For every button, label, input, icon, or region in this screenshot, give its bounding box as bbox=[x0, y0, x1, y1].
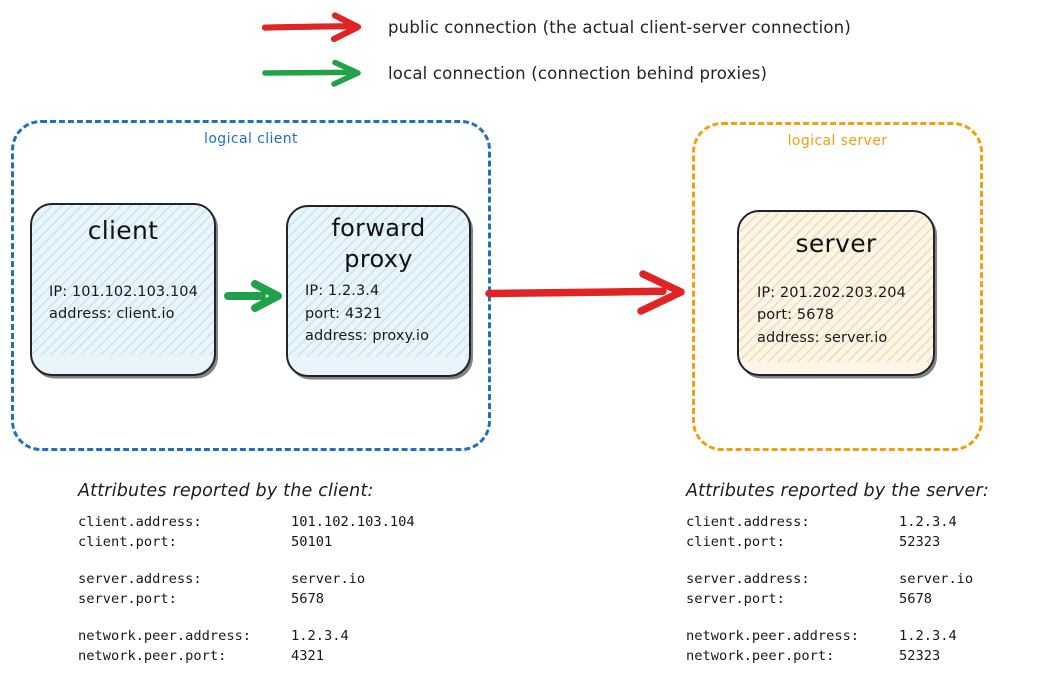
table-row: server.address: server.io bbox=[686, 570, 973, 590]
server-attr-key: server.port: bbox=[686, 591, 785, 608]
server-node-attributes: IP: 201.202.203.204 port: 5678 address: … bbox=[757, 282, 906, 349]
client-attr-key: network.peer.address: bbox=[78, 627, 252, 644]
forward-proxy-title-line-2: proxy bbox=[344, 244, 413, 273]
server-node-attr-address: address: server.io bbox=[757, 329, 888, 346]
table-row: network.peer.address: 1.2.3.4 bbox=[78, 627, 415, 647]
table-row: network.peer.port: 4321 bbox=[78, 647, 415, 667]
legend-item-public: public connection (the actual client-ser… bbox=[262, 12, 851, 42]
public-connection-arrow-client-to-server bbox=[485, 270, 685, 315]
logical-server-group: logical server bbox=[692, 122, 983, 451]
table-row: client.port: 52323 bbox=[686, 533, 973, 553]
table-row: network.peer.port: 52323 bbox=[686, 647, 973, 667]
server-node-attr-port: port: 5678 bbox=[757, 307, 835, 324]
server-attr-spacer-cell bbox=[686, 611, 973, 627]
public-connection-arrow-icon bbox=[262, 12, 362, 42]
legend-label-public: public connection (the actual client-ser… bbox=[388, 17, 851, 37]
table-row: server.port: 5678 bbox=[686, 590, 973, 610]
logical-client-group: logical client bbox=[11, 120, 491, 451]
client-attr-value: 4321 bbox=[291, 648, 324, 665]
client-attr-key: server.port: bbox=[78, 591, 177, 608]
server-attr-row-spacer bbox=[686, 611, 973, 627]
client-attr-value: 1.2.3.4 bbox=[291, 627, 349, 644]
logical-server-title: logical server bbox=[787, 133, 888, 149]
client-node-attributes: IP: 101.102.103.104 address: client.io bbox=[49, 281, 198, 326]
server-attr-spacer-cell bbox=[686, 554, 973, 570]
server-attr-value: 1.2.3.4 bbox=[899, 627, 957, 644]
table-row: server.address: server.io bbox=[78, 570, 415, 590]
client-attr-value: 101.102.103.104 bbox=[291, 514, 415, 530]
server-attr-value: server.io bbox=[899, 570, 974, 587]
server-attr-value: 1.2.3.4 bbox=[899, 514, 957, 530]
local-connection-arrow-icon bbox=[262, 59, 361, 87]
client-attr-value: 5678 bbox=[291, 591, 324, 608]
legend-item-local: local connection (connection behind prox… bbox=[262, 58, 767, 88]
server-attributes-table-body: client.address: 1.2.3.4 client.port: 52323 s… bbox=[686, 513, 973, 668]
server-attr-key: network.peer.port: bbox=[686, 648, 835, 665]
client-node-title: client bbox=[87, 216, 159, 245]
client-attr-row-spacer bbox=[78, 611, 415, 627]
server-node-title: server bbox=[795, 229, 877, 258]
client-attr-key: client.address: bbox=[78, 514, 202, 530]
server-node-attr-ip: IP: 201.202.203.204 bbox=[757, 285, 906, 301]
table-row: client.port: 50101 bbox=[78, 533, 415, 553]
server-attr-key: network.peer.address: bbox=[686, 627, 860, 644]
forward-proxy-node[interactable]: forward proxy IP: 1.2.3.4 port: 4321 add… bbox=[286, 205, 471, 377]
client-attr-spacer-cell bbox=[78, 611, 415, 627]
client-node-attr-ip: IP: 101.102.103.104 bbox=[49, 284, 198, 300]
client-attributes-table: client.address: 101.102.103.104 client.por… bbox=[78, 513, 415, 668]
forward-proxy-title-line-1: forward bbox=[331, 214, 426, 242]
client-attr-row-spacer bbox=[78, 554, 415, 570]
client-attr-key: network.peer.port: bbox=[78, 648, 227, 665]
legend-label-local: local connection (connection behind prox… bbox=[388, 63, 768, 83]
client-node[interactable]: client IP: 101.102.103.104 address: clie… bbox=[30, 203, 216, 376]
server-attributes-table: client.address: 1.2.3.4 client.port: 52323 s… bbox=[686, 513, 973, 668]
server-node[interactable]: server IP: 201.202.203.204 port: 5678 ad… bbox=[737, 210, 935, 376]
table-row: client.address: 101.102.103.104 bbox=[78, 513, 415, 533]
table-row: server.port: 5678 bbox=[78, 590, 415, 610]
forward-proxy-node-attributes: IP: 1.2.3.4 port: 4321 address: proxy.io bbox=[305, 280, 429, 347]
client-attributes-table-body: client.address: 101.102.103.104 client.por… bbox=[78, 513, 415, 668]
server-attr-key: client.address: bbox=[686, 514, 810, 530]
forward-proxy-attr-ip: IP: 1.2.3.4 bbox=[305, 283, 380, 300]
client-node-attr-address: address: client.io bbox=[49, 306, 175, 323]
client-attr-value: server.io bbox=[291, 570, 366, 587]
table-row: network.peer.address: 1.2.3.4 bbox=[686, 627, 973, 647]
forward-proxy-node-title: forward proxy bbox=[331, 213, 425, 274]
forward-proxy-attr-port: port: 4321 bbox=[305, 305, 383, 322]
table-row: client.address: 1.2.3.4 bbox=[686, 513, 973, 533]
client-attr-spacer-cell bbox=[78, 554, 415, 570]
server-attributes-heading: Attributes reported by the server: bbox=[686, 481, 989, 501]
server-attr-key: client.port: bbox=[686, 534, 785, 551]
client-attributes-block: Attributes reported by the client: clien… bbox=[78, 481, 415, 668]
logical-client-title: logical client bbox=[204, 131, 298, 147]
client-attributes-heading: Attributes reported by the client: bbox=[78, 481, 374, 501]
server-attributes-block: Attributes reported by the server: clien… bbox=[686, 481, 989, 668]
server-attr-row-spacer bbox=[686, 554, 973, 570]
server-attr-value: 52323 bbox=[899, 648, 941, 665]
server-attr-value: 52323 bbox=[899, 534, 941, 551]
client-attr-key: client.port: bbox=[78, 534, 177, 551]
client-attr-key: server.address: bbox=[78, 570, 202, 587]
forward-proxy-attr-address: address: proxy.io bbox=[305, 328, 430, 345]
server-attr-value: 5678 bbox=[899, 591, 932, 608]
server-attr-key: server.address: bbox=[686, 570, 810, 587]
client-attr-value: 50101 bbox=[291, 534, 333, 551]
